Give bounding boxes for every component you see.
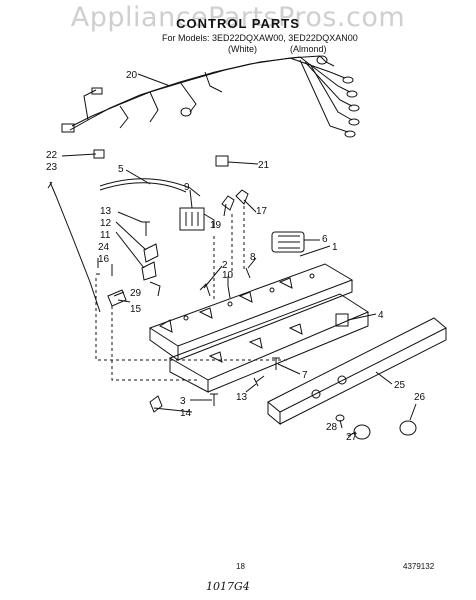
clip bbox=[215, 155, 229, 167]
callout-16: 16 bbox=[98, 254, 110, 265]
part-10 bbox=[227, 285, 231, 299]
callout-14: 14 bbox=[180, 408, 192, 419]
screw-24 bbox=[96, 258, 100, 275]
callout-15: 15 bbox=[130, 304, 142, 315]
variant-almond: (Almond) bbox=[290, 44, 327, 54]
leader-lines bbox=[61, 73, 417, 437]
assembly-guides bbox=[95, 206, 290, 381]
knob-27 bbox=[353, 424, 371, 440]
bracket-15 bbox=[107, 289, 127, 307]
callout-13: 13 bbox=[100, 206, 112, 217]
callout-24: 24 bbox=[98, 242, 110, 253]
callout-28: 28 bbox=[326, 422, 338, 433]
screw-3 bbox=[210, 393, 218, 406]
housing-tray bbox=[168, 293, 370, 393]
clip-14 bbox=[149, 395, 163, 413]
screw-13b bbox=[253, 375, 265, 387]
knob-26 bbox=[399, 420, 417, 436]
switch bbox=[335, 313, 349, 327]
callout-7: 7 bbox=[302, 370, 308, 381]
sensing-tube bbox=[47, 149, 105, 313]
callout-5: 5 bbox=[118, 164, 124, 175]
callout-10: 10 bbox=[222, 270, 234, 281]
bracket-17 bbox=[235, 189, 249, 205]
callout-22: 22 bbox=[46, 150, 58, 161]
callout-4: 4 bbox=[378, 310, 384, 321]
page-title: CONTROL PARTS bbox=[176, 16, 300, 31]
thermostat bbox=[179, 207, 215, 231]
callout-labels: 20 22 23 5 9 21 13 12 11 24 16 19 17 6 1… bbox=[46, 70, 426, 443]
callout-21: 21 bbox=[258, 160, 270, 171]
part-2 bbox=[199, 283, 211, 297]
part-8 bbox=[245, 267, 251, 279]
variant-white: (White) bbox=[228, 44, 257, 54]
bracket-19 bbox=[221, 195, 235, 211]
document-number: 4379132 bbox=[403, 562, 435, 571]
callout-6: 6 bbox=[322, 234, 328, 245]
capillary-tube bbox=[99, 178, 201, 197]
control-housing bbox=[148, 263, 354, 361]
watermark: AppliancePartsPros.com bbox=[70, 2, 406, 33]
callout-1: 1 bbox=[332, 242, 338, 253]
wiring-harness bbox=[61, 55, 360, 138]
callout-17: 17 bbox=[256, 206, 268, 217]
callout-2: 2 bbox=[222, 260, 228, 271]
callout-20: 20 bbox=[126, 70, 138, 81]
screw-13 bbox=[142, 221, 150, 236]
bracket-12 bbox=[143, 243, 159, 263]
page-number: 18 bbox=[236, 562, 245, 571]
model-list: For Models: 3ED22DQXAW00, 3ED22DQXAN00 bbox=[162, 33, 358, 43]
callout-29: 29 bbox=[130, 288, 142, 299]
callout-26: 26 bbox=[414, 392, 426, 403]
callout-27: 27 bbox=[346, 432, 358, 443]
screw-7 bbox=[272, 357, 280, 370]
callout-23: 23 bbox=[46, 162, 58, 173]
callout-25: 25 bbox=[394, 380, 406, 391]
callout-19: 19 bbox=[210, 220, 222, 231]
callout-8: 8 bbox=[250, 252, 256, 263]
callout-13b: 13 bbox=[236, 392, 248, 403]
bracket-11 bbox=[141, 261, 157, 281]
callout-3: 3 bbox=[180, 396, 186, 407]
callout-9: 9 bbox=[184, 182, 190, 193]
front-panel bbox=[267, 317, 447, 426]
callout-11: 11 bbox=[100, 230, 111, 241]
callout-12: 12 bbox=[100, 218, 112, 229]
handwritten-note: 1017G4 bbox=[206, 580, 250, 593]
light-assembly bbox=[271, 231, 305, 253]
